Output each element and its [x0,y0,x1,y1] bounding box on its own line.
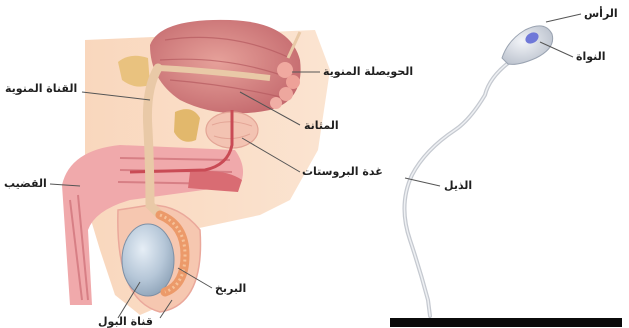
label-seminal-vesicle: الحويصلة المنوية [323,66,413,77]
leader-head [546,14,581,22]
label-urethra: قناة البول [98,316,153,327]
male-reproductive-anatomy-illustration [62,20,330,315]
label-head: الرأس [584,8,618,19]
label-vas-deferens: القناة المنوية [5,83,77,94]
label-nucleus: النواة [576,51,606,62]
black-bar [390,318,622,327]
label-tail: الذيل [444,180,472,191]
sperm-head [502,26,553,65]
gland-structure [174,109,200,142]
label-prostate: غدة البروستات [302,166,383,177]
label-bladder: المثانة [304,120,339,131]
testis [122,224,174,296]
sperm-cell-illustration [404,26,552,316]
label-penis: القضيب [4,178,47,189]
label-epididymis: البربخ [215,283,246,294]
